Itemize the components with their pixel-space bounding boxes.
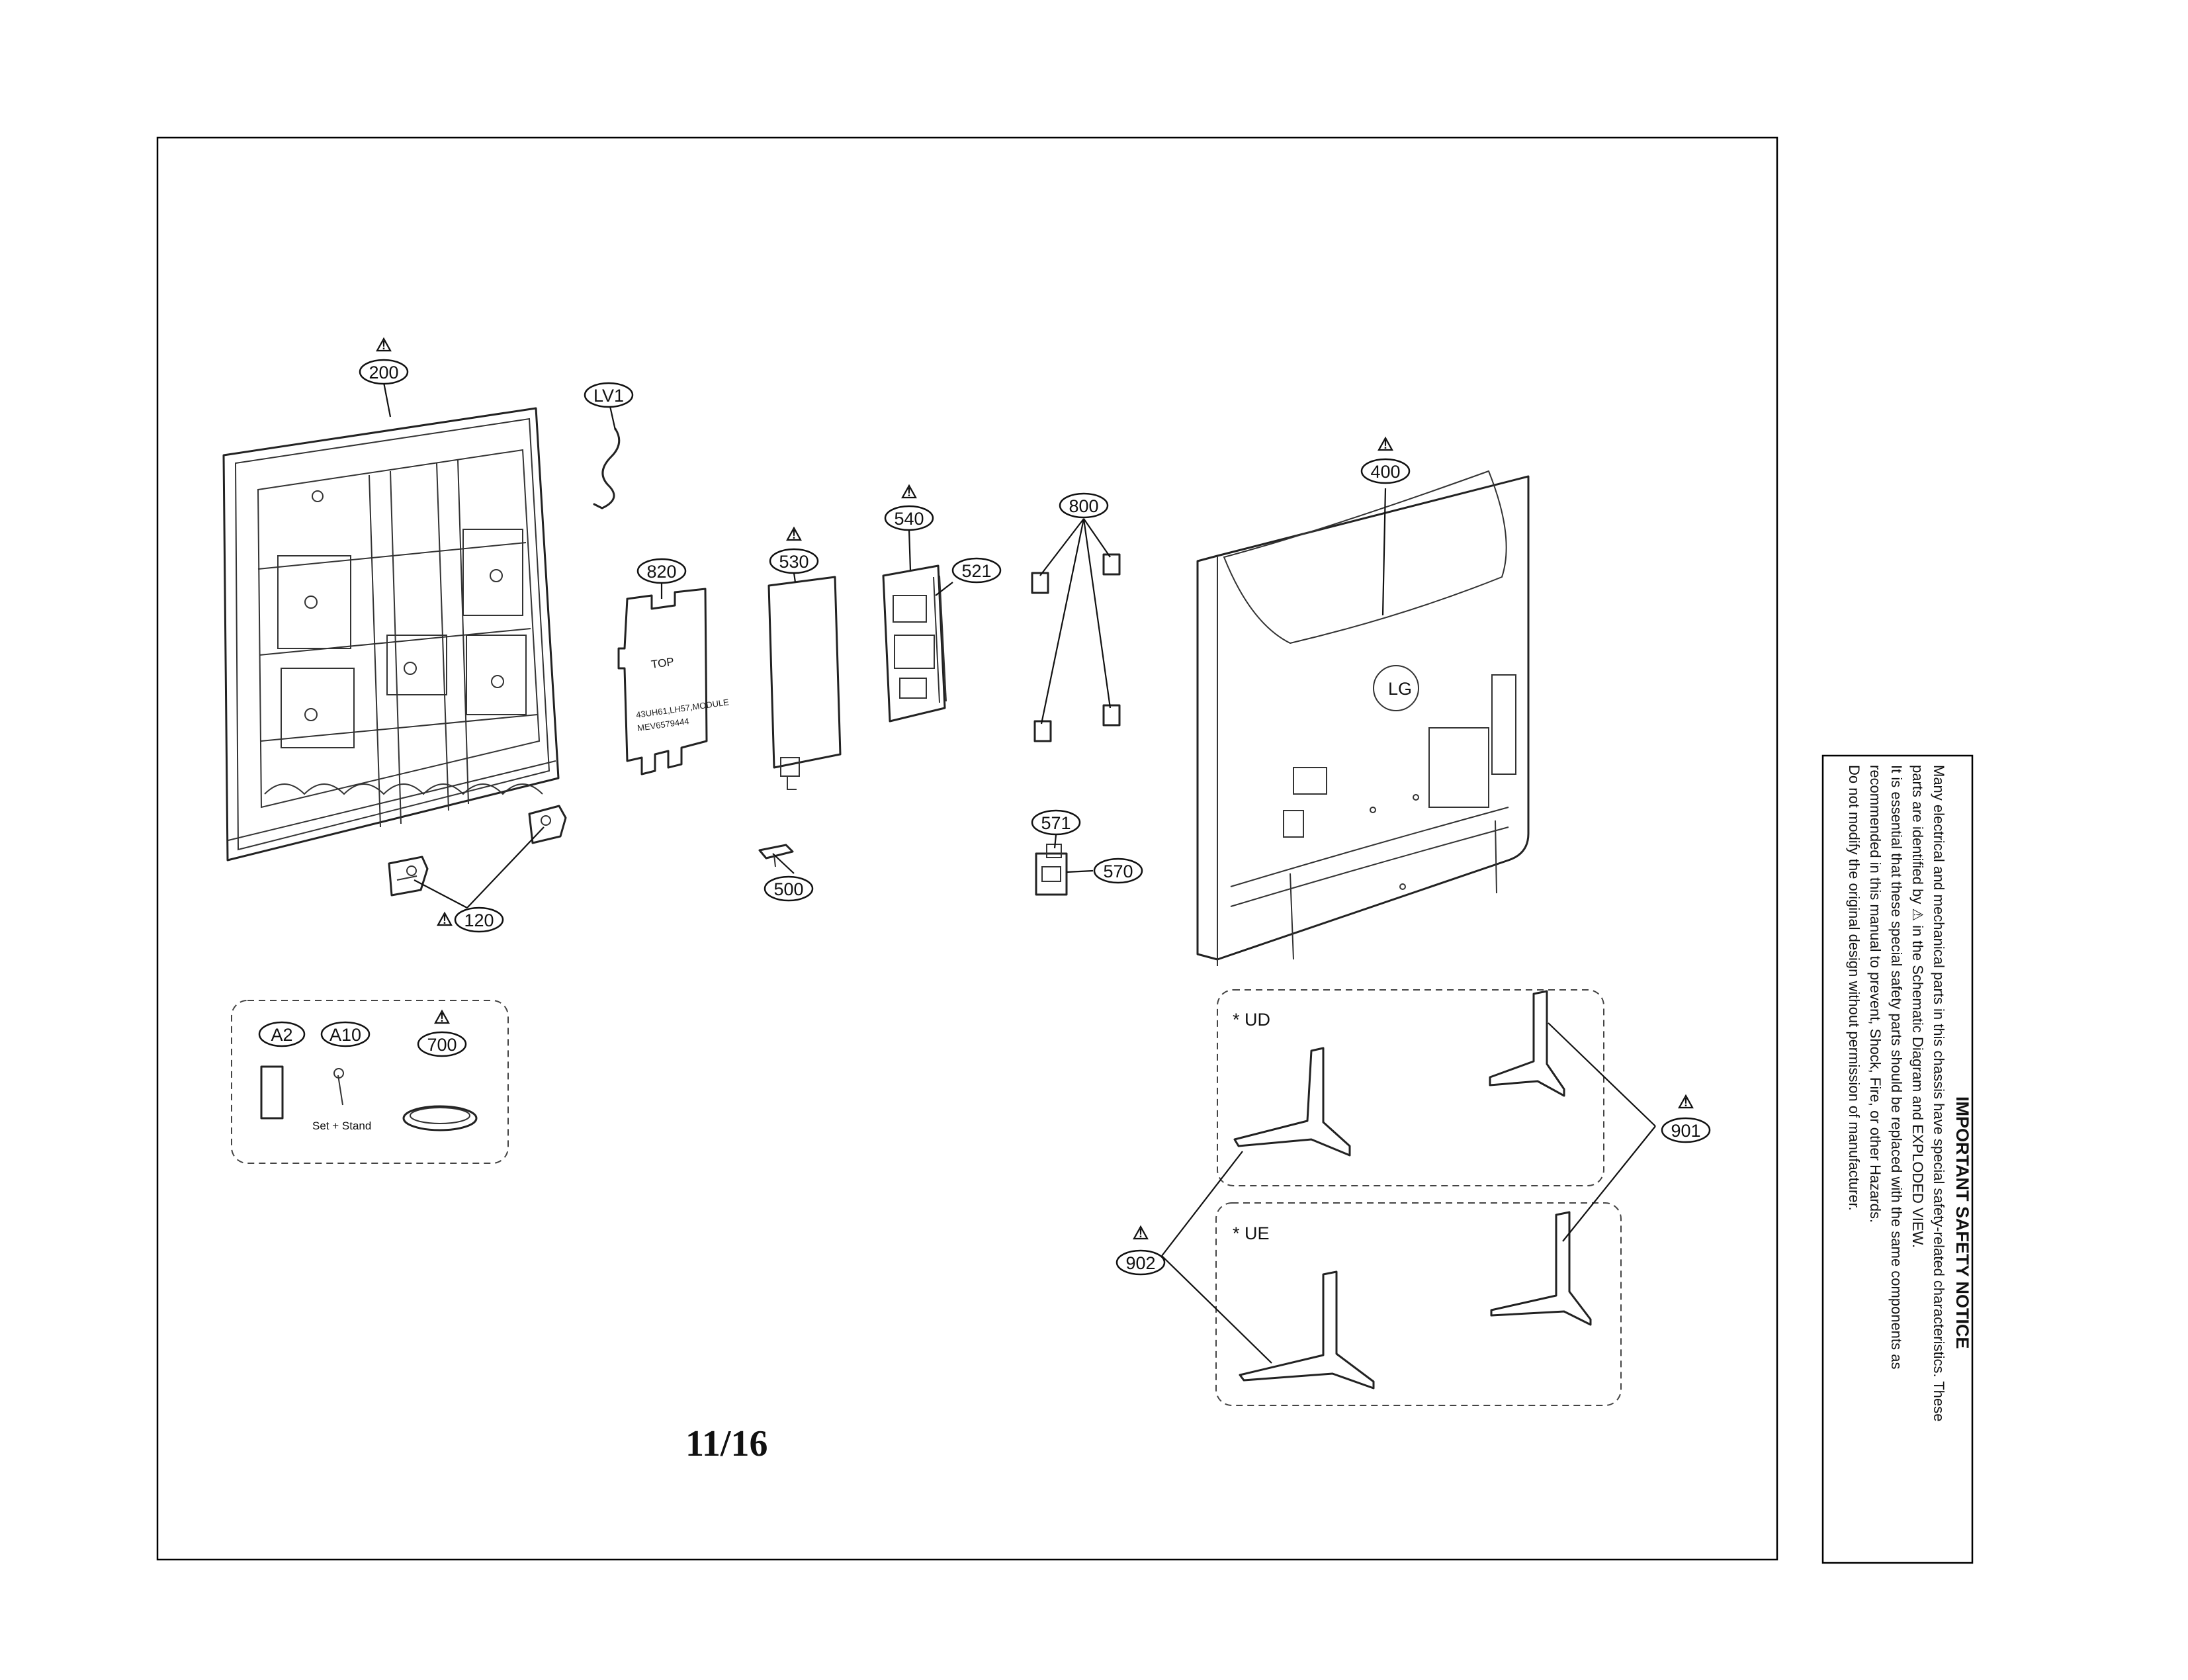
stand-variant-ue: * UE (1215, 1202, 1622, 1406)
svg-text:200: 200 (369, 363, 398, 382)
safety-notice-line-1: Many electrical and mechanical parts in … (1931, 765, 1947, 1422)
svg-text:!: ! (792, 528, 796, 541)
svg-text:800: 800 (1069, 496, 1098, 516)
safety-notice-line-5: Do not modify the original design withou… (1846, 765, 1862, 1211)
svg-text:!: ! (440, 1011, 444, 1024)
callout-530: 530 ! (769, 526, 819, 574)
accessory-caption: Set + Stand (312, 1120, 371, 1132)
callout-500: 500 (764, 875, 814, 902)
back-cover-part-400: LG (1196, 470, 1530, 966)
power-board-part-530 (767, 576, 842, 790)
svg-text:400: 400 (1370, 462, 1400, 482)
svg-text:!: ! (1684, 1096, 1688, 1109)
callout-400: 400 ! (1360, 436, 1411, 484)
svg-text:LV1: LV1 (593, 386, 624, 406)
svg-text:902: 902 (1125, 1253, 1155, 1273)
accessories-group: Set + Stand (231, 1000, 509, 1164)
svg-text:820: 820 (646, 562, 676, 582)
callout-a10: A10 (320, 1021, 371, 1047)
part-500 (758, 844, 794, 867)
safety-notice-line-2: parts are identified by ⚠ in the Schemat… (1909, 765, 1926, 1248)
page-number: 11/16 (685, 1423, 767, 1464)
stand-variant-ud: * UD (1217, 989, 1604, 1186)
safety-notice-title: IMPORTANT SAFETY NOTICE (1952, 1096, 1972, 1349)
stand-label-ue: * UE (1233, 1223, 1270, 1243)
callout-800: 800 (1059, 492, 1109, 519)
svg-text:571: 571 (1041, 813, 1071, 833)
svg-text:!: ! (1383, 438, 1387, 451)
svg-text:!: ! (907, 486, 911, 499)
callout-521: 521 (951, 557, 1002, 584)
svg-text:500: 500 (773, 879, 803, 899)
callout-820: 820 (636, 558, 687, 584)
svg-text:530: 530 (779, 552, 809, 572)
lcd-module-part-200 (222, 407, 560, 862)
callout-540: 540 ! (884, 484, 934, 531)
svg-text:A2: A2 (271, 1025, 292, 1045)
stand-label-ud: * UD (1233, 1010, 1270, 1030)
safety-notice-box: IMPORTANT SAFETY NOTICE Many electrical … (1821, 754, 1974, 1564)
svg-text:!: ! (1139, 1227, 1143, 1240)
svg-text:!: ! (443, 913, 447, 926)
svg-text:540: 540 (894, 509, 924, 529)
callout-700: 700 ! (417, 1009, 467, 1057)
bracket-part-120 (388, 805, 567, 897)
callout-902: 902 ! (1116, 1225, 1166, 1276)
svg-text:901: 901 (1671, 1121, 1700, 1141)
svg-text:!: ! (382, 339, 386, 352)
svg-text:521: 521 (961, 561, 991, 581)
svg-text:120: 120 (464, 910, 494, 930)
callout-lv1: LV1 (584, 382, 634, 408)
leader-lines (382, 382, 1656, 1364)
lg-logo: LG (1388, 679, 1412, 699)
svg-text:570: 570 (1103, 862, 1133, 881)
safety-notice-line-4: recommended in this manual to prevent, S… (1867, 765, 1884, 1223)
callout-a2: A2 (258, 1021, 306, 1047)
svg-text:A10: A10 (329, 1025, 361, 1045)
callout-571: 571 (1031, 809, 1081, 836)
callout-570: 570 (1093, 858, 1143, 884)
clips-part-800 (1031, 553, 1121, 742)
label-sheet-part-820: TOP 43UH61,LH57,MODULE MEV6579444 (617, 588, 730, 775)
safety-notice-line-3: It is essential that these special safet… (1888, 765, 1905, 1370)
main-board-part-540 (882, 564, 947, 723)
callout-901: 901 ! (1661, 1094, 1711, 1143)
screw-part-a10 (337, 1075, 343, 1106)
callout-200: 200 ! (359, 337, 409, 385)
diagram-frame (156, 136, 1778, 1561)
svg-text:700: 700 (427, 1035, 457, 1055)
bracket-part-570 (1035, 844, 1068, 896)
callout-120: 120 ! (437, 906, 504, 933)
label-sheet-top: TOP (650, 655, 675, 671)
power-cord-part-700 (402, 1105, 478, 1131)
remote-part-a2 (260, 1065, 284, 1120)
cable-part-lv1 (593, 427, 621, 509)
